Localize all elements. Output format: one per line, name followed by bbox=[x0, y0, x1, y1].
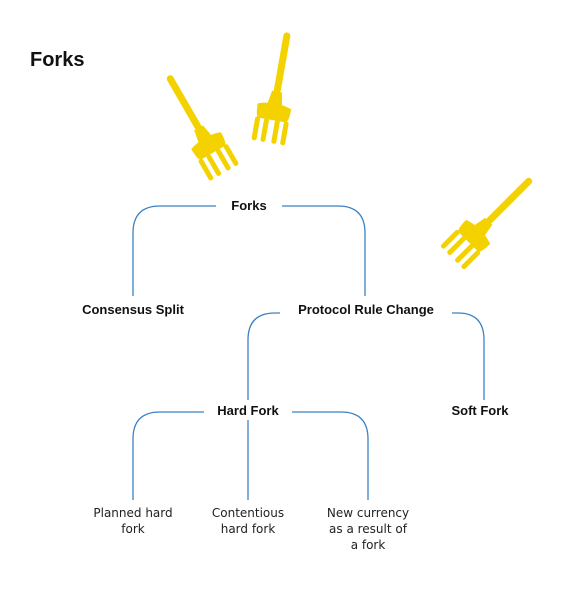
node-protocol-rule-change: Protocol Rule Change bbox=[292, 302, 440, 318]
node-forks: Forks bbox=[225, 198, 273, 214]
connector-hard-fork-to-planned bbox=[132, 411, 204, 500]
leaf-planned-hard-fork: Planned hard fork bbox=[93, 506, 173, 536]
leaf-contentious-hard-fork: Contentious hard fork bbox=[211, 506, 285, 536]
connector-protocol-to-soft-fork bbox=[452, 312, 485, 400]
page-title: Forks bbox=[30, 49, 85, 71]
node-soft-fork: Soft Fork bbox=[445, 403, 515, 419]
fork-icon bbox=[439, 166, 544, 271]
connector-protocol-to-hard-fork bbox=[247, 312, 280, 400]
connector-hard-fork-to-new-currency bbox=[292, 411, 369, 500]
fork-icon bbox=[251, 29, 305, 146]
leaf-new-currency: New currency as a result of a fork bbox=[326, 506, 410, 552]
connector-root-to-consensus-split bbox=[132, 205, 216, 296]
fork-icon bbox=[153, 67, 240, 182]
node-hard-fork: Hard Fork bbox=[211, 403, 285, 419]
node-consensus-split: Consensus Split bbox=[76, 302, 190, 318]
connector-root-to-protocol-rule-change bbox=[282, 205, 366, 296]
